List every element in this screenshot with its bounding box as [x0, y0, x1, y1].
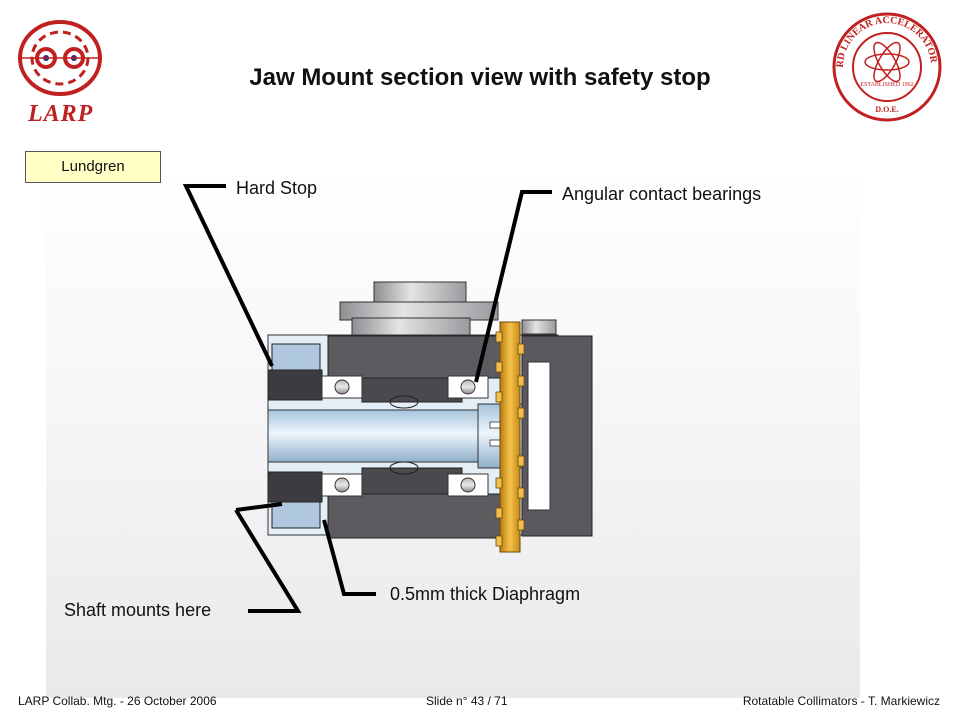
larp-logo-text: LARP	[28, 101, 94, 127]
callout-diaphragm: 0.5mm thick Diaphragm	[390, 584, 581, 604]
slide-title: Jaw Mount section view with safety stop	[249, 64, 711, 91]
slac-seal-text: STANFORD LINEAR ACCELERATOR CENTER	[0, 0, 939, 68]
slac-seal-doe: D.O.E.	[875, 105, 898, 114]
callout-angular-bearings: Angular contact bearings	[562, 184, 762, 204]
svg-text:STANFORD LINEAR ACCELERATOR CE: STANFORD LINEAR ACCELERATOR CENTER	[0, 0, 939, 68]
author-label: Lundgren	[25, 151, 161, 183]
callout-shaft-mounts: Shaft mounts here	[64, 600, 212, 620]
footer-left: LARP Collab. Mtg. - 26 October 2006	[18, 694, 217, 708]
footer-center: Slide n° 43 / 71	[426, 694, 508, 708]
callout-hard-stop: Hard Stop	[236, 178, 318, 198]
footer-right: Rotatable Collimators - T. Markiewicz	[742, 694, 940, 708]
